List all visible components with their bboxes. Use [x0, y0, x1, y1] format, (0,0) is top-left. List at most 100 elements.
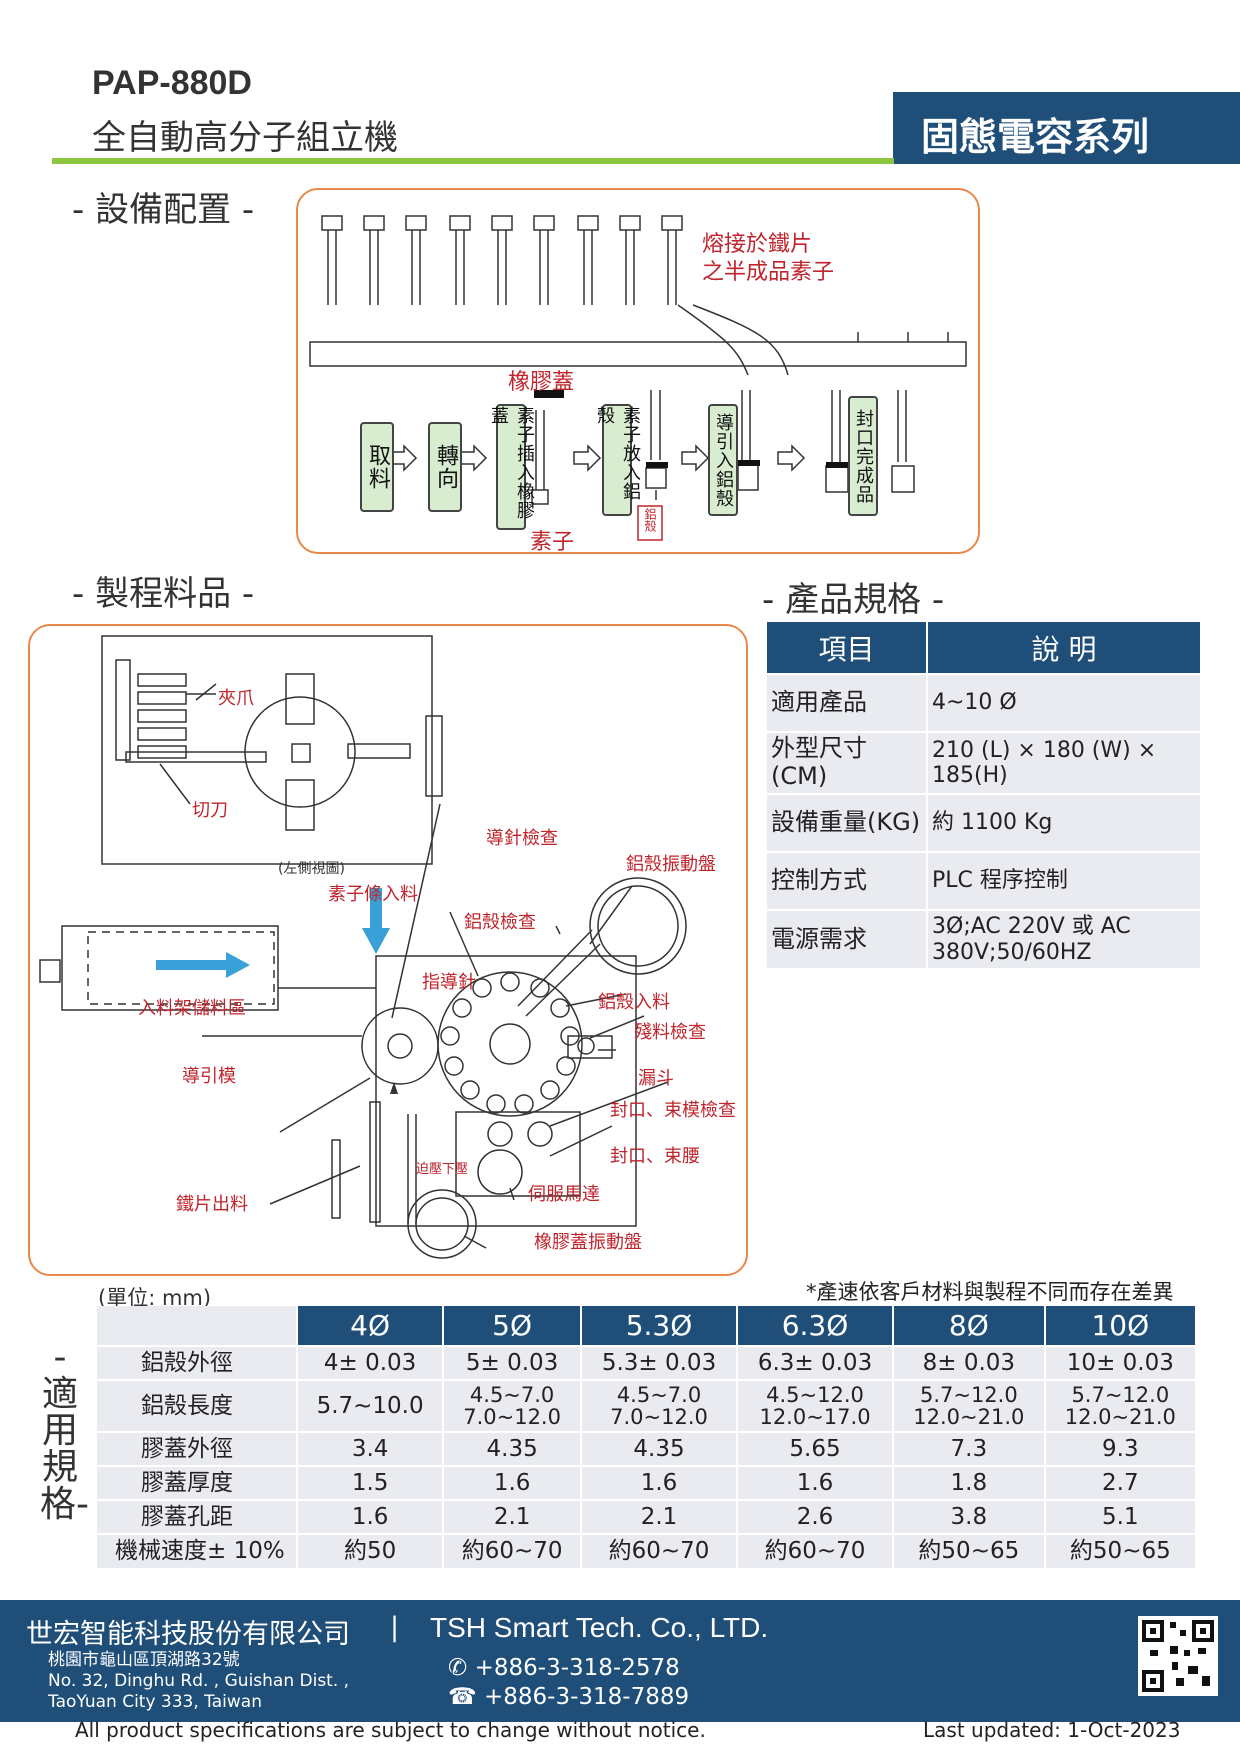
table-cell: 1.6: [443, 1465, 583, 1500]
label-cutter: 切刀: [192, 800, 228, 821]
table-cell: 6.3± 0.03: [737, 1345, 895, 1380]
table-cell: 5.7~12.0 12.0~21.0: [1044, 1379, 1195, 1432]
company-name-en: TSH Smart Tech. Co., LTD.: [430, 1612, 769, 1643]
table-cell: 1.6: [581, 1465, 739, 1500]
app-header-blank: [97, 1306, 298, 1346]
app-col-6-3: 6.3Ø: [737, 1306, 895, 1346]
step-insert-cap: 素子插入橡膠蓋: [488, 404, 535, 530]
spec-header-row: 項目 說 明: [767, 622, 1200, 674]
table-cell: 1.8: [893, 1465, 1046, 1500]
label-guide-pin-check: 導針檢查: [486, 828, 558, 849]
spec-row: 設備重量(KG) 約 1100 Kg: [767, 793, 1200, 852]
element-row: [321, 215, 683, 305]
spec-header-desc: 說 明: [927, 622, 1200, 674]
label-seal-waist: 封口、束腰: [610, 1146, 700, 1167]
app-row-cap-hole-pitch: 膠蓋孔距 1.6 2.1 2.1 2.6 3.8 5.1: [97, 1499, 1195, 1534]
label-cap-vibrator: 橡膠蓋振動盤: [534, 1232, 642, 1253]
app-col-8: 8Ø: [893, 1306, 1046, 1346]
table-cell: 5.1: [1044, 1499, 1195, 1534]
row-label: 機械速度± 10%: [97, 1533, 298, 1568]
fax-icon: ☎: [448, 1684, 477, 1710]
label-element-feed: 素子條入料: [328, 884, 418, 905]
spec-value: PLC 程序控制: [927, 851, 1200, 910]
label-claw: 夾爪: [218, 688, 254, 709]
section-title-layout: - 設備配置 -: [72, 190, 255, 230]
table-cell: 約50: [297, 1533, 445, 1568]
company-address: 桃園市龜山區頂湖路32號 No. 32, Dinghu Rd. , Guisha…: [48, 1650, 349, 1713]
spec-row: 電源需求 3Ø;AC 220V 或 AC 380V;50/60HZ: [767, 909, 1200, 968]
table-cell: 2.1: [581, 1499, 739, 1534]
app-col-5-3: 5.3Ø: [581, 1306, 739, 1346]
table-cell: 10± 0.03: [1044, 1345, 1195, 1380]
app-row-case-length: 鋁殼長度 5.7~10.0 4.5~7.0 7.0~12.0 4.5~7.0 7…: [97, 1379, 1195, 1432]
table-cell: 4± 0.03: [297, 1345, 445, 1380]
table-cell: 1.6: [737, 1465, 895, 1500]
process-diagram-frame: 夾爪 切刀 (左側視圖) 素子條入料 導針檢查 鋁殼振動盤 鋁殼檢查 指導針 鋁…: [28, 624, 748, 1276]
case-label: 鋁殼: [643, 508, 657, 532]
label-case-feed: 鋁殼入料: [598, 992, 670, 1013]
table-cell: 9.3: [1044, 1431, 1195, 1466]
step-sealed-product: 封口完成品: [848, 396, 878, 516]
speed-note: *產速依客戶材料與製程不同而存在差異: [806, 1280, 1174, 1304]
spec-value: 3Ø;AC 220V 或 AC 380V;50/60HZ: [927, 909, 1200, 968]
app-row-cap-thickness: 膠蓋厚度 1.5 1.6 1.6 1.6 1.8 2.7: [97, 1465, 1195, 1500]
company-name-zh: 世宏智能科技股份有限公司: [26, 1619, 350, 1650]
last-updated: Last updated: 1-Oct-2023: [923, 1718, 1181, 1742]
section-title-process: - 製程料品 -: [72, 574, 255, 614]
process-diagram-drawing: [39, 635, 687, 1259]
table-cell: 5.3± 0.03: [581, 1345, 739, 1380]
table-cell: 5.65: [737, 1431, 895, 1466]
table-cell: 3.4: [297, 1431, 445, 1466]
machine-name: 全自動高分子組立機: [92, 118, 398, 158]
layout-diagram-frame: 熔接於鐵片 之半成品素子 橡膠蓋 素子 鋁殼 取料 轉向 素子插入橡膠蓋 素子放…: [296, 188, 980, 555]
app-col-5: 5Ø: [443, 1306, 583, 1346]
element-label: 素子: [530, 530, 575, 555]
table-cell: 2.1: [443, 1499, 583, 1534]
weld-label-line2: 之半成品素子: [702, 260, 835, 285]
phone-icon: ✆: [448, 1655, 468, 1681]
phone-number[interactable]: +886-3-318-2578: [474, 1655, 680, 1681]
weld-label-line1: 熔接於鐵片: [702, 232, 813, 257]
rubber-cap-shape: [534, 390, 564, 398]
spec-item: 適用產品: [767, 673, 928, 732]
rubber-cap-label: 橡膠蓋: [508, 370, 575, 395]
row-label: 膠蓋孔距: [97, 1499, 298, 1534]
spec-row: 外型尺寸 (CM) 210 (L) × 180 (W) × 185(H): [767, 731, 1200, 794]
table-cell: 2.6: [737, 1499, 895, 1534]
qr-code-icon[interactable]: [1138, 1616, 1218, 1696]
address-en-line2: TaoYuan City 333, Taiwan: [48, 1692, 262, 1712]
table-cell: 4.35: [581, 1431, 739, 1466]
address-en-line1: No. 32, Dinghu Rd. , Guishan Dist. ,: [48, 1671, 350, 1691]
row-label: 鋁殼長度: [97, 1379, 298, 1432]
label-iron-out: 鐵片出料: [176, 1194, 248, 1215]
table-cell: 1.6: [297, 1499, 445, 1534]
step-pick: 取料: [360, 422, 394, 512]
spec-row: 控制方式 PLC 程序控制: [767, 851, 1200, 910]
label-side-view: (左側視圖): [278, 861, 345, 877]
spec-item: 外型尺寸 (CM): [767, 731, 928, 794]
table-cell: 1.5: [297, 1465, 445, 1500]
label-residue-check: 殘料檢查: [634, 1022, 706, 1043]
app-row-case-od: 鋁殼外徑 4± 0.03 5± 0.03 5.3± 0.03 6.3± 0.03…: [97, 1345, 1195, 1380]
table-cell: 7.3: [893, 1431, 1046, 1466]
disclaimer: All product specifications are subject t…: [75, 1718, 706, 1742]
table-cell: 5.7~10.0: [297, 1379, 445, 1432]
spec-value: 210 (L) × 180 (W) × 185(H): [927, 731, 1200, 794]
spec-item: 控制方式: [767, 851, 928, 910]
spec-row: 適用產品 4~10 Ø: [767, 673, 1200, 732]
spec-header-item: 項目: [767, 622, 928, 674]
applicable-spec-title: -適用規格-: [40, 1337, 89, 1525]
table-cell: 約60~70: [737, 1533, 895, 1568]
label-guide-die: 導引模: [182, 1066, 236, 1087]
app-col-4: 4Ø: [297, 1306, 445, 1346]
label-guide-pin: 指導針: [422, 972, 476, 993]
app-row-machine-speed: 機械速度± 10% 約50 約60~70 約60~70 約60~70 約50~6…: [97, 1533, 1195, 1568]
spec-item: 電源需求: [767, 909, 928, 968]
footer-separator: |: [390, 1612, 400, 1643]
header-divider: [52, 158, 894, 164]
label-case-vibrator: 鋁殼振動盤: [626, 854, 716, 875]
label-seal-die-check: 封口、束模檢查: [610, 1100, 736, 1121]
spec-value: 4~10 Ø: [927, 673, 1200, 732]
table-cell: 3.8: [893, 1499, 1046, 1534]
step-guide-case: 導引入鋁殼: [708, 404, 738, 516]
